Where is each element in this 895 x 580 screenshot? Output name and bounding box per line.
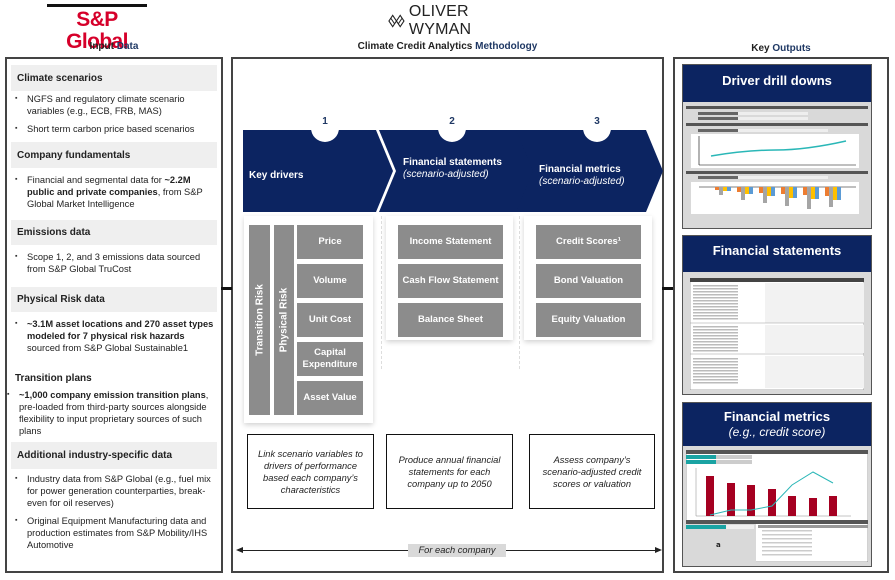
section-header-transition-plans: Transition plans bbox=[11, 368, 217, 388]
section-header-additional-industry-data: Additional industry-specific data bbox=[11, 442, 217, 469]
bullets-climate-scenarios: NGFS and regulatory climate scenario var… bbox=[15, 93, 215, 141]
driver-price: Price bbox=[297, 225, 363, 259]
bullet-item: ~1,000 company emission transition plans… bbox=[7, 389, 217, 437]
bullet-item: Scope 1, 2, and 3 emissions data sourced… bbox=[15, 251, 215, 275]
bar bbox=[747, 485, 755, 516]
bullet-item: Industry data from S&P Global (e.g., fue… bbox=[15, 473, 215, 509]
output-header: Financial statements bbox=[683, 236, 871, 272]
ratio-rows bbox=[762, 530, 812, 556]
bar bbox=[706, 476, 714, 516]
input-data-title: Input Data bbox=[89, 41, 139, 52]
bar bbox=[809, 498, 817, 516]
output-header: Driver drill downs bbox=[683, 65, 871, 102]
step-1-number: 1 bbox=[311, 114, 339, 142]
bullet-item: Original Equipment Manufacturing data an… bbox=[15, 515, 215, 551]
section-header-emissions-data: Emissions data bbox=[11, 220, 217, 245]
sp-global-logo: S&P Global bbox=[47, 4, 147, 53]
logo-bar bbox=[47, 4, 147, 7]
description-key-drivers: Link scenario variables to drivers of pe… bbox=[247, 434, 374, 509]
output-header: Financial metrics (e.g., credit score) bbox=[683, 403, 871, 446]
for-each-company-label: For each company bbox=[408, 544, 506, 557]
dashed-separator bbox=[519, 216, 520, 369]
driver-drill-down-thumbnail bbox=[686, 104, 868, 218]
connector-input-method bbox=[221, 287, 232, 290]
bullet-item: NGFS and regulatory climate scenario var… bbox=[15, 93, 215, 117]
step-3-number: 3 bbox=[583, 114, 611, 142]
step-3-chevron: Financial metrics(scenario-adjusted) bbox=[516, 130, 663, 212]
line-series bbox=[710, 140, 847, 157]
oliver-wyman-logo-text: OLIVER WYMAN bbox=[408, 3, 472, 38]
bar-series-group bbox=[715, 187, 841, 209]
step-2-number: 2 bbox=[438, 114, 466, 142]
equity-valuation-box: Equity Valuation bbox=[536, 303, 641, 337]
dashed-separator bbox=[381, 216, 382, 369]
bullet-item: Short term carbon price based scenarios bbox=[15, 123, 215, 135]
arrow-right-icon bbox=[655, 547, 662, 553]
default-rate-line bbox=[709, 471, 834, 516]
statement-rows bbox=[693, 285, 738, 384]
step-1-chevron: Key drivers bbox=[243, 130, 393, 212]
transition-risk-bar: Transition Risk bbox=[249, 225, 270, 415]
bar bbox=[727, 483, 735, 516]
step-1-title: Key drivers bbox=[249, 170, 304, 181]
income-statement-box: Income Statement bbox=[398, 225, 503, 259]
bond-valuation-box: Bond Valuation bbox=[536, 264, 641, 298]
bullet-item: Financial and segmental data for ~2.2M p… bbox=[15, 174, 215, 210]
step-2-chevron: Financial statements(scenario-adjusted) bbox=[379, 130, 534, 212]
key-outputs-title: Key Outputs bbox=[751, 43, 811, 54]
svg-text:a: a bbox=[716, 541, 721, 549]
step-3-title: Financial metrics(scenario-adjusted) bbox=[539, 164, 625, 187]
driver-asset-value: Asset Value bbox=[297, 381, 363, 415]
bullets-additional-industry-data: Industry data from S&P Global (e.g., fue… bbox=[15, 473, 215, 557]
connector-method-output bbox=[662, 287, 673, 290]
description-financial-statements: Produce annual financial statements for … bbox=[386, 434, 513, 509]
section-header-climate-scenarios: Climate scenarios bbox=[11, 65, 217, 91]
input-sections: Climate scenarios NGFS and regulatory cl… bbox=[5, 57, 223, 573]
financial-statements-thumbnail bbox=[690, 278, 864, 390]
bar bbox=[829, 496, 837, 516]
section-header-physical-risk-data: Physical Risk data bbox=[11, 287, 217, 312]
physical-risk-bar: Physical Risk bbox=[274, 225, 294, 415]
bullets-transition-plans: ~1,000 company emission transition plans… bbox=[7, 389, 217, 443]
sp-global-logo-text: S&P Global bbox=[66, 8, 128, 53]
bullet-item: ~3.1M asset locations and 270 asset type… bbox=[15, 318, 215, 354]
cash-flow-statement-box: Cash Flow Statement bbox=[398, 264, 503, 298]
balance-sheet-box: Balance Sheet bbox=[398, 303, 503, 337]
oliver-wyman-logo: OLIVER WYMAN bbox=[388, 3, 528, 38]
driver-capital-expenditure: Capital Expenditure bbox=[297, 342, 363, 376]
chevron-shape bbox=[379, 130, 534, 212]
driver-volume: Volume bbox=[297, 264, 363, 298]
chevron-shape bbox=[243, 130, 393, 212]
methodology-title: Climate Credit Analytics Methodology bbox=[357, 41, 538, 52]
financial-metrics-thumbnail: a bbox=[686, 450, 868, 562]
section-header-company-fundamentals: Company fundamentals bbox=[11, 142, 217, 168]
step-2-title: Financial statements(scenario-adjusted) bbox=[403, 157, 502, 180]
bar bbox=[768, 489, 776, 516]
bar bbox=[788, 496, 796, 516]
arrow-left-icon bbox=[236, 547, 243, 553]
chevron-shape bbox=[516, 130, 663, 212]
oliver-wyman-mark-icon bbox=[388, 14, 405, 28]
bullets-physical-risk-data: ~3.1M asset locations and 270 asset type… bbox=[15, 318, 215, 360]
credit-score-bars bbox=[706, 476, 837, 516]
credit-scores-box: Credit Scores¹ bbox=[536, 225, 641, 259]
methodology-steps: Key drivers Financial statements(scenari… bbox=[243, 130, 663, 212]
description-financial-metrics: Assess company’s scenario-adjusted credi… bbox=[529, 434, 655, 509]
driver-unit-cost: Unit Cost bbox=[297, 303, 363, 337]
bullets-company-fundamentals: Financial and segmental data for ~2.2M p… bbox=[15, 174, 215, 216]
bullets-emissions-data: Scope 1, 2, and 3 emissions data sourced… bbox=[15, 251, 215, 281]
